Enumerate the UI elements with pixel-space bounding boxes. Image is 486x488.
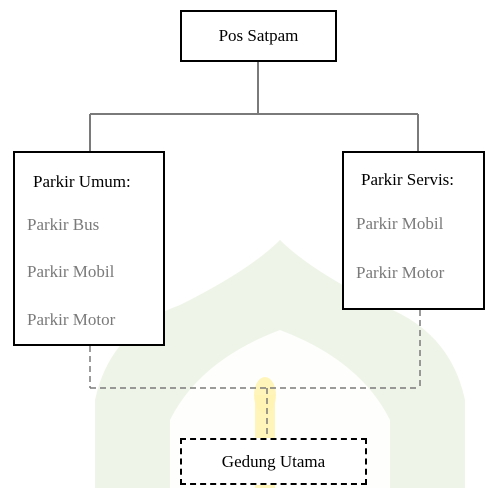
watermark-flame [254,377,276,413]
pos-satpam-box: Pos Satpam [180,10,337,62]
gedung-utama-label: Gedung Utama [221,451,326,471]
parkir-servis-box: Parkir Servis: Parkir Mobil Parkir Motor [342,151,485,310]
list-item-parkir-motor: Parkir Motor [27,310,116,329]
parkir-servis-title: Parkir Servis: [361,170,455,189]
gedung-utama-box: Gedung Utama [180,438,367,485]
list-item-parkir-mobil-servis: Parkir Mobil [356,214,444,233]
list-item-parkir-bus: Parkir Bus [27,215,100,234]
parkir-umum-box: Parkir Umum: Parkir Bus Parkir Mobil Par… [13,151,165,346]
parkir-umum-title: Parkir Umum: [33,172,131,191]
list-item-parkir-motor-servis: Parkir Motor [356,263,445,282]
pos-satpam-label: Pos Satpam [218,26,299,45]
list-item-parkir-mobil: Parkir Mobil [27,262,115,281]
